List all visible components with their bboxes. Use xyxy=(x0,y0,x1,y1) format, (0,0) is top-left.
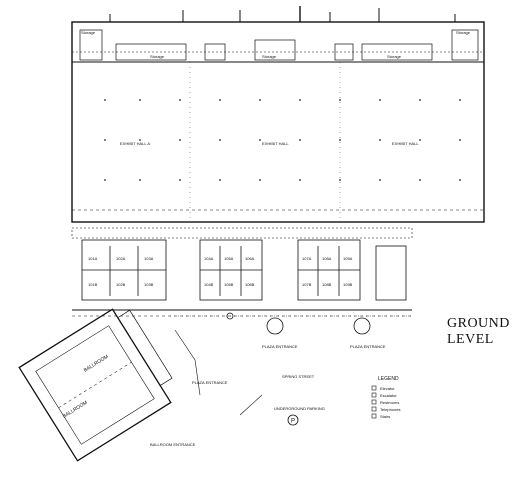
parking-marker: P xyxy=(287,414,299,426)
level-title-line1: GROUND xyxy=(447,316,510,331)
plaza-entrance-label: PLAZA ENTRANCE xyxy=(350,344,386,349)
room-label: 108A xyxy=(322,256,332,261)
legend-item: Telephones xyxy=(380,407,400,412)
room-label: 109B xyxy=(343,282,353,287)
ballroom-lower-label: BALLROOM xyxy=(62,400,89,420)
room-label: 104B xyxy=(204,282,214,287)
room-label: 105A xyxy=(224,256,234,261)
legend-item: Stairs xyxy=(380,414,390,419)
street-label: SPRING STREET xyxy=(282,374,315,379)
storage-label: Storage xyxy=(456,30,471,35)
level-title: GROUND LEVEL xyxy=(447,316,510,348)
room-label: 108B xyxy=(322,282,332,287)
storage-label: Storage xyxy=(81,30,96,35)
room-label: 102A xyxy=(116,256,126,261)
exhibit-hall-b-label: EXHIBIT HALL xyxy=(262,141,289,146)
room-label: 105B xyxy=(224,282,234,287)
exhibit-hall-a-label: EXHIBIT HALL A xyxy=(120,141,150,146)
room-label: 103A xyxy=(144,256,154,261)
storage-label: Storage xyxy=(262,54,277,59)
room-label: 101B xyxy=(88,282,98,287)
meeting-rooms-left xyxy=(81,239,167,301)
room-label: 103B xyxy=(144,282,154,287)
room-label: 109A xyxy=(343,256,353,261)
room-label: 107B xyxy=(302,282,312,287)
ballroom-label: BALLROOM xyxy=(83,354,110,374)
ballroom-entrance-label: BALLROOM ENTRANCE xyxy=(150,442,196,447)
meeting-rooms-middle xyxy=(199,239,263,301)
plaza-entrance-markers xyxy=(226,312,371,335)
legend-item: Restrooms xyxy=(380,400,399,405)
column-grid xyxy=(104,99,461,181)
exhibit-hall-c-label: EXHIBIT HALL xyxy=(392,141,419,146)
ballroom-block xyxy=(18,308,173,462)
storage-label: Storage xyxy=(150,54,165,59)
exhibit-hall-block xyxy=(71,6,485,223)
plaza-entrance-label: PLAZA ENTRANCE xyxy=(262,344,298,349)
street-paths xyxy=(170,315,412,416)
legend-item: Escalator xyxy=(380,393,397,398)
parking-symbol: P xyxy=(291,419,295,425)
room-label: 102B xyxy=(116,282,126,287)
plaza-entrance-label: PLAZA ENTRANCE xyxy=(192,380,228,385)
room-label: 106B xyxy=(245,282,255,287)
parking-label: UNDERGROUND PARKING xyxy=(274,406,325,411)
level-title-line2: LEVEL xyxy=(447,332,494,347)
storage-label: Storage xyxy=(387,54,402,59)
room-label: 107A xyxy=(302,256,312,261)
room-label: 104A xyxy=(204,256,214,261)
legend-item: Elevator xyxy=(380,386,395,391)
meeting-rooms-right xyxy=(297,239,407,301)
legend: LEGEND Elevator Escalator Restrooms Tele… xyxy=(371,376,400,419)
concourse xyxy=(71,227,413,317)
room-label: 106A xyxy=(245,256,255,261)
legend-title: LEGEND xyxy=(378,376,399,382)
room-label: 101A xyxy=(88,256,98,261)
